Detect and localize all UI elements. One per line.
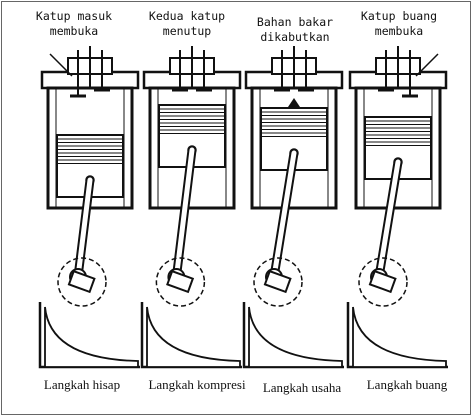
pv-curve xyxy=(248,306,343,368)
engine-exhaust xyxy=(346,46,448,369)
label-intake-stroke: Langkah hisap xyxy=(43,377,121,392)
engine-compression xyxy=(140,46,242,369)
crank-web xyxy=(263,269,292,294)
label-line-2: dikabutkan xyxy=(260,30,330,44)
crank-circle xyxy=(358,257,408,307)
label-line-1: Bahan bakar xyxy=(256,15,334,29)
connecting-rod-inner xyxy=(75,177,93,280)
cylinder-wall xyxy=(354,86,442,210)
cylinder-wall xyxy=(250,86,338,210)
label-intake-top: Katup masuk membuka xyxy=(24,9,124,39)
connecting-rod-inner xyxy=(271,150,297,280)
label-line-1: Katup masuk xyxy=(35,9,113,23)
engine-drawings xyxy=(38,46,448,369)
label-line-2: membuka xyxy=(49,24,99,38)
crank-circle xyxy=(253,257,303,307)
label-power-stroke: Langkah usaha xyxy=(262,380,342,395)
pv-curve xyxy=(44,306,139,368)
label-compression-stroke: Langkah kompresi xyxy=(148,377,246,392)
crank-web xyxy=(67,269,96,294)
label-line-2: menutup xyxy=(162,24,212,38)
connecting-rod-inner xyxy=(173,147,195,280)
label-compression-top: Kedua katup menutup xyxy=(137,9,237,39)
label-power-top: Bahan bakar dikabutkan xyxy=(245,15,345,45)
label-line-2: membuka xyxy=(374,24,424,38)
label-line-1: Kedua katup xyxy=(148,9,226,23)
crank-circle xyxy=(57,257,107,307)
label-exhaust-stroke: Langkah buang xyxy=(366,377,448,392)
piston xyxy=(364,116,432,180)
four-stroke-diagram: Katup masuk membuka Kedua katup menutup … xyxy=(1,1,471,415)
pv-curve xyxy=(146,306,241,368)
label-line-1: Katup buang xyxy=(360,9,438,23)
engine-intake xyxy=(38,46,140,369)
pv-curve xyxy=(352,306,447,368)
intake-arrow xyxy=(49,53,73,77)
crank-circle xyxy=(155,257,206,307)
exhaust-arrow xyxy=(415,53,439,77)
label-exhaust-top: Katup buang membuka xyxy=(349,9,449,39)
engine-power xyxy=(242,46,344,369)
crank-web xyxy=(166,269,195,294)
connecting-rod-inner xyxy=(376,159,401,280)
cylinder-wall xyxy=(148,86,236,210)
crank-web xyxy=(368,269,397,294)
